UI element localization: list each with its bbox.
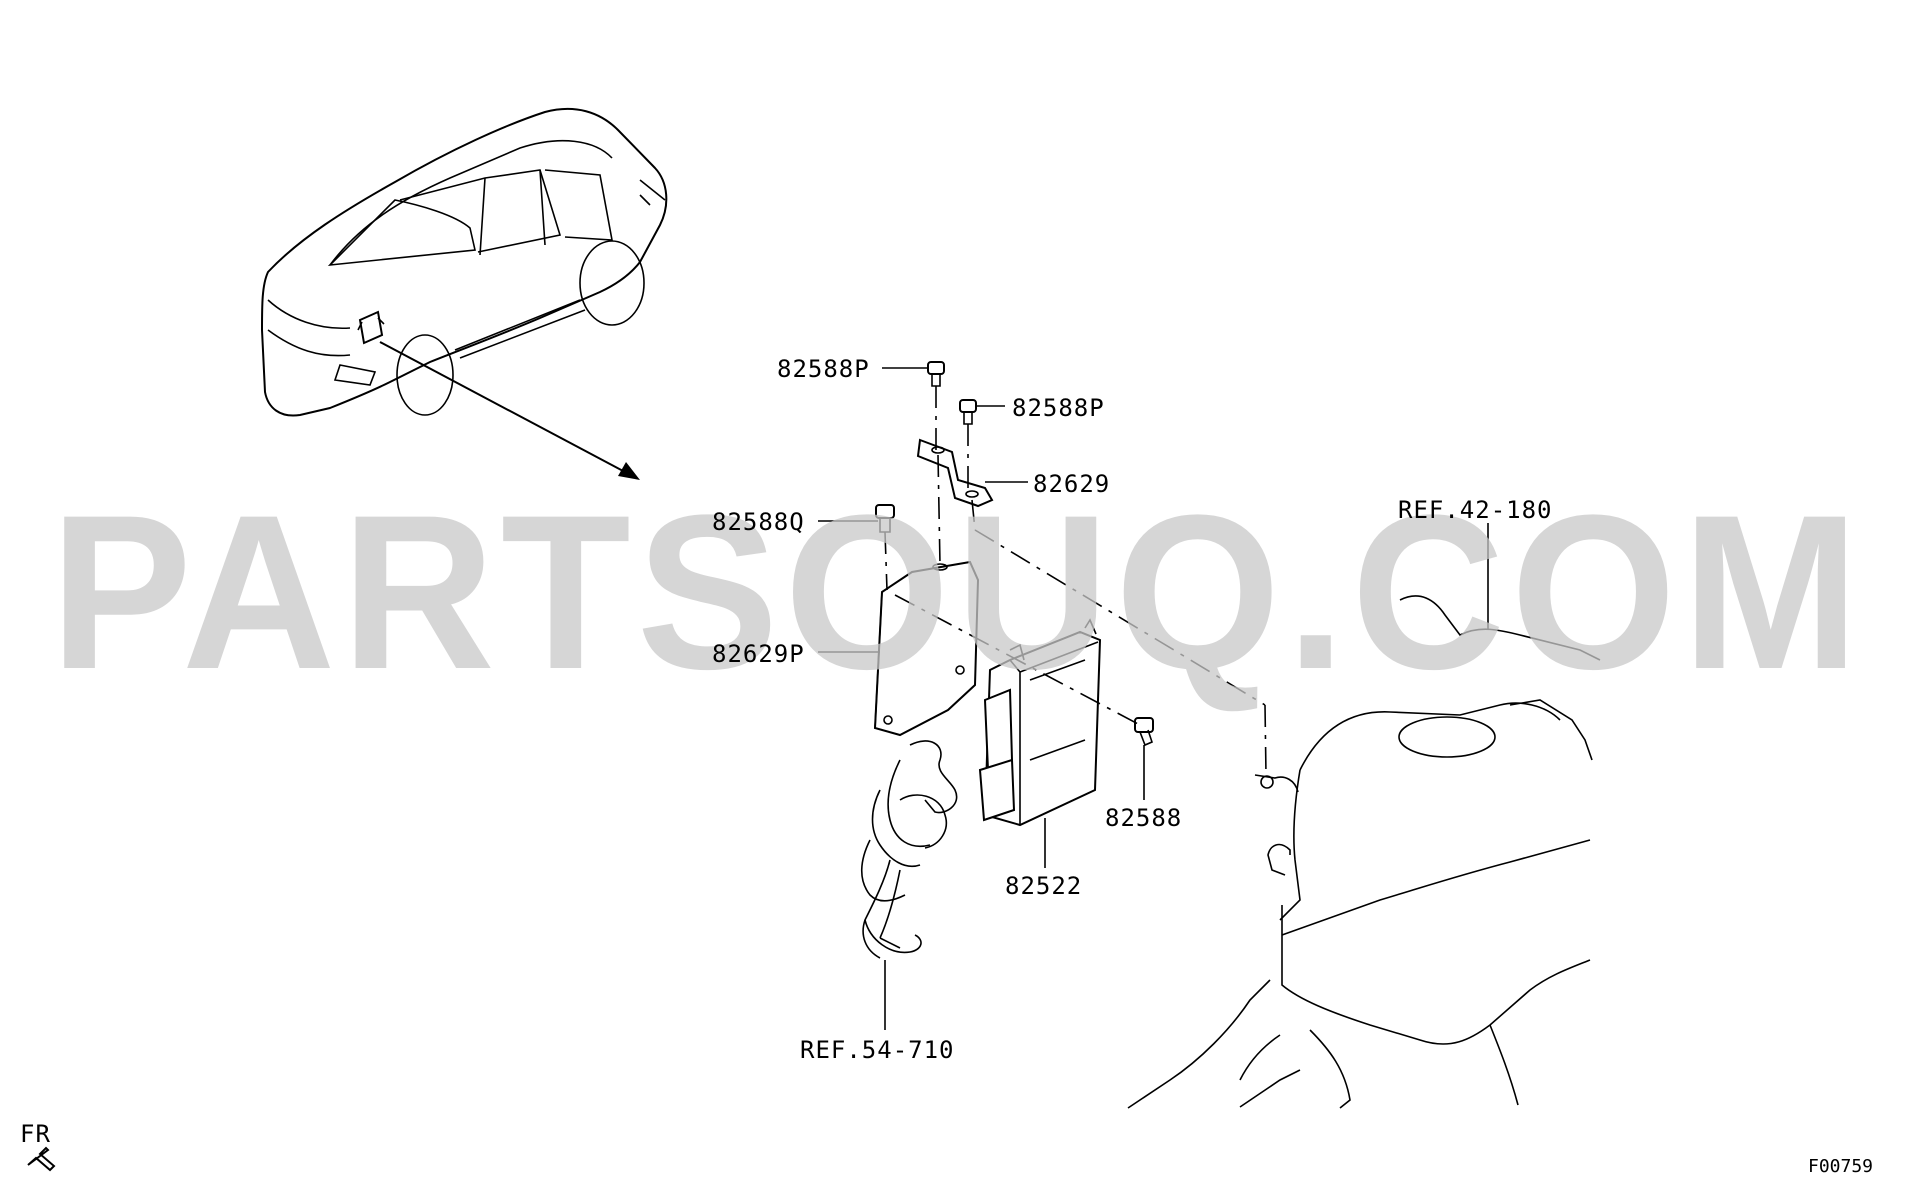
bracket-82629 (916, 438, 994, 508)
label-82522: 82522 (1005, 872, 1082, 900)
direction-label: FR (20, 1120, 51, 1148)
bracket-82629P (873, 560, 980, 737)
label-ref-54-710: REF.54-710 (800, 1036, 955, 1064)
bolt-82588P-upper (927, 361, 945, 387)
leader-lines (818, 367, 1489, 1030)
bolt-82588P-lower (959, 399, 977, 425)
label-ref-42-180: REF.42-180 (1398, 496, 1553, 524)
label-82629: 82629 (1033, 470, 1110, 498)
label-82629P: 82629P (712, 640, 805, 668)
bolt-82588Q (875, 504, 895, 533)
wiring-harness (860, 740, 958, 959)
pointer-arrow (379, 341, 640, 480)
label-82588: 82588 (1105, 804, 1182, 832)
engine-compartment (1127, 595, 1601, 1109)
installation-lines (884, 386, 1267, 776)
label-82588Q: 82588Q (712, 508, 805, 536)
watermark: PARTSOUQ.COM (50, 469, 1865, 715)
vehicle-illustration (260, 107, 668, 417)
front-arrow-icon (27, 1146, 56, 1172)
label-82588P-upper: 82588P (777, 355, 870, 383)
bolt-82588 (1134, 717, 1154, 747)
label-82588P-lower: 82588P (1012, 394, 1105, 422)
control-unit-82522 (978, 618, 1102, 827)
figure-code: F00759 (1808, 1156, 1873, 1177)
